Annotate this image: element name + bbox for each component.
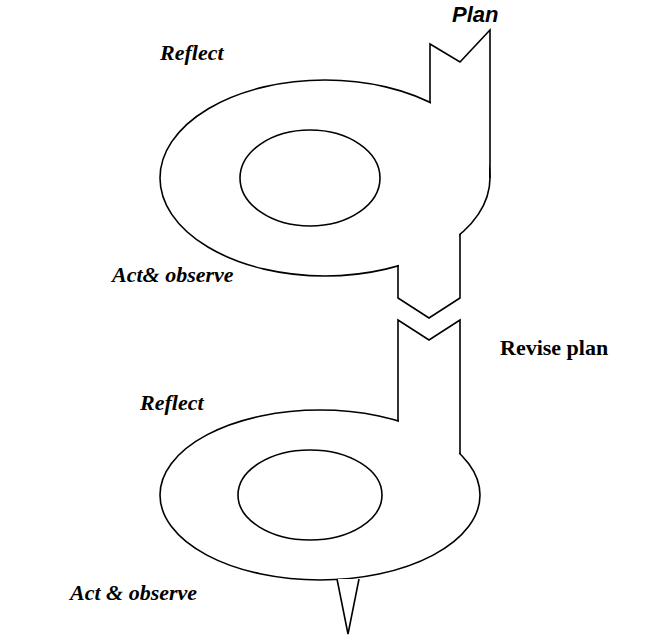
band-fill xyxy=(399,232,459,318)
exit-arrow xyxy=(337,579,359,634)
stage-label: Act & observe xyxy=(70,580,197,606)
revise-band-tail xyxy=(398,320,460,454)
band-fill xyxy=(399,322,459,458)
stage-label: Act& observe xyxy=(112,262,234,288)
revise-band-head xyxy=(398,234,460,318)
ring-inner xyxy=(238,450,382,540)
plan-band xyxy=(430,30,490,178)
stage-label: Plan xyxy=(452,2,498,28)
band-fill xyxy=(431,30,489,178)
stage-label: Revise plan xyxy=(500,335,608,361)
stage-label: Reflect xyxy=(160,40,224,66)
stage-label: Reflect xyxy=(140,390,204,416)
ring-inner xyxy=(240,130,380,226)
